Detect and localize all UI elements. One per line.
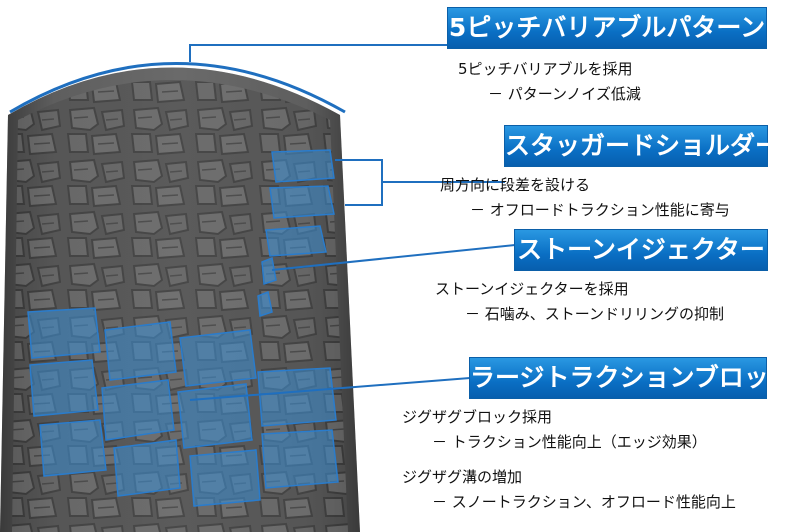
leader-line-4 xyxy=(189,377,471,401)
desc-line: 周方向に段差を設ける xyxy=(440,176,591,194)
feature-desc-5pitch: 5ピッチバリアブルを採用 － パターンノイズ低減 xyxy=(458,57,641,107)
desc-line: ストーンイジェクターを採用 xyxy=(435,280,629,298)
desc-line: － 石噛み、ストーンドリリングの抑制 xyxy=(465,305,725,323)
shoulder-highlight xyxy=(265,149,335,257)
feature-desc-large-traction-block: ジグザグブロック採用 － トラクション性能向上（エッジ効果） ジグザグ溝の増加 … xyxy=(402,405,736,515)
desc-line: － パターンノイズ低減 xyxy=(488,85,641,103)
feature-desc-stone-ejector: ストーンイジェクターを採用 － 石噛み、ストーンドリリングの抑制 xyxy=(435,277,724,327)
feature-title-staggered-shoulder: スタッガードショルダー xyxy=(505,126,780,166)
desc-line: ジグザグブロック採用 xyxy=(402,408,553,426)
desc-line: － トラクション性能向上（エッジ効果） xyxy=(432,433,707,451)
traction-block-highlight xyxy=(27,307,339,507)
pitch-bracket-arc xyxy=(9,62,346,114)
feature-title-large-traction-block: ラージトラクションブロック xyxy=(470,358,794,398)
desc-line: － オフロードトラクション性能に寄与 xyxy=(470,201,730,219)
desc-line: ジグザグ溝の増加 xyxy=(402,468,523,486)
feature-title-stone-ejector: ストーンイジェクター xyxy=(515,230,767,270)
leader-line-1 xyxy=(189,44,448,62)
feature-title-5pitch: 5ピッチバリアブルパターン xyxy=(448,8,766,48)
stone-ejector-highlight xyxy=(257,256,277,318)
desc-line: 5ピッチバリアブルを採用 xyxy=(458,60,633,78)
feature-desc-staggered-shoulder: 周方向に段差を設ける － オフロードトラクション性能に寄与 xyxy=(440,173,730,223)
leader-line-3 xyxy=(271,244,516,271)
desc-line: － スノートラクション、オフロード性能向上 xyxy=(432,493,736,511)
